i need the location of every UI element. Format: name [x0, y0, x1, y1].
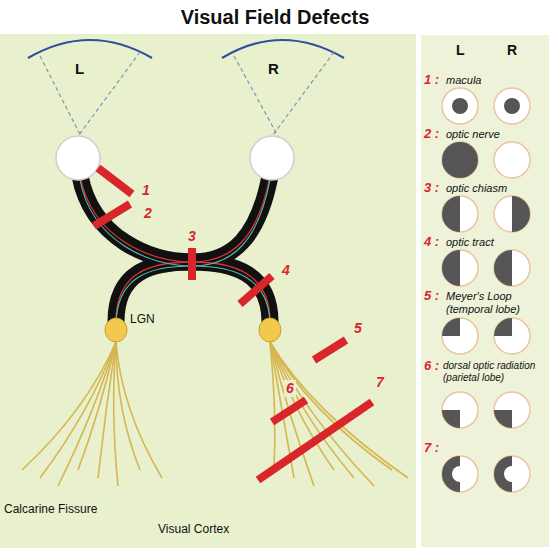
- lesion-bar: [314, 340, 346, 360]
- macular-sparing: [504, 466, 520, 482]
- field-circle: [442, 196, 478, 232]
- field-circle: [494, 88, 530, 124]
- lgn-label: LGN: [130, 312, 155, 326]
- column-header: R: [507, 42, 517, 59]
- fiber-line: [116, 180, 270, 326]
- defect-left-half: [442, 250, 460, 286]
- eye-label: L: [75, 60, 84, 78]
- right-panel: [420, 34, 550, 548]
- lesion-bar: [94, 204, 130, 226]
- callout-number: 6: [284, 380, 296, 397]
- callout-number: 2 :: [424, 126, 439, 142]
- eye: [56, 136, 100, 180]
- callout-number: 7: [374, 374, 386, 391]
- lesion-bars: [94, 168, 372, 480]
- field-arc: [222, 40, 344, 58]
- defect-lower-left: [494, 410, 512, 428]
- callout-number: 6 :: [424, 358, 439, 374]
- defect-upper-left: [442, 318, 460, 336]
- region-label: Visual Cortex: [158, 522, 229, 536]
- field-circle: [442, 250, 478, 286]
- defect-label: macula: [446, 74, 546, 87]
- lgn: [259, 318, 281, 342]
- field-circle: [494, 318, 530, 354]
- title: Visual Field Defects: [0, 5, 550, 29]
- field-circle: [442, 456, 478, 492]
- field-circle: [494, 250, 530, 286]
- defect-left-half: [494, 250, 512, 286]
- defect-label: dorsal optic radiation (parietal lobe): [443, 360, 547, 384]
- field-circle: [494, 392, 530, 428]
- column-header: L: [456, 42, 465, 59]
- callout-number: 7 :: [424, 440, 439, 456]
- lesion-bar: [188, 248, 196, 280]
- callout-number: 1: [142, 182, 150, 199]
- field-circle: [494, 456, 530, 492]
- radiation-fiber: [78, 342, 116, 470]
- field-circle: [442, 392, 478, 428]
- radiation-fiber: [270, 342, 392, 470]
- defect-upper-left: [494, 318, 512, 336]
- callout-number: 5 :: [424, 288, 439, 304]
- field-circle: [494, 142, 530, 178]
- eye: [250, 136, 294, 180]
- defect-label: Meyer's Loop (temporal lobe): [446, 290, 546, 316]
- region-label: Calcarine Fissure: [4, 502, 97, 516]
- field-circle: [494, 196, 530, 232]
- defect-central: [452, 98, 468, 114]
- defect-label: optic chiasm: [446, 182, 546, 195]
- defect-label: optic nerve: [446, 128, 546, 141]
- defect-label: optic tract: [446, 236, 546, 249]
- radiation-fiber: [40, 342, 116, 478]
- radiation-fiber: [116, 342, 140, 470]
- field-circle: [442, 318, 478, 354]
- field-circle: [442, 142, 478, 178]
- lesion-bar: [272, 400, 306, 422]
- lgn: [105, 318, 127, 342]
- callout-number: 3 :: [424, 180, 439, 196]
- defect-right-half: [512, 196, 530, 232]
- callout-number: 3: [188, 228, 196, 245]
- callout-number: 5: [352, 320, 364, 337]
- lesion-bar: [98, 168, 132, 194]
- callout-number: 1 :: [424, 72, 439, 88]
- eye-label: R: [268, 60, 279, 78]
- defect-left-half: [442, 196, 460, 232]
- macular-sparing: [452, 466, 468, 482]
- radiation-fiber: [58, 342, 116, 486]
- optic-radiations: [22, 342, 408, 486]
- defect-full: [442, 142, 478, 178]
- radiation-fiber: [116, 342, 162, 478]
- callout-number: 2: [144, 205, 152, 222]
- left-panel: [0, 34, 416, 548]
- defect-lower-left: [442, 410, 460, 428]
- lesion-bar: [240, 276, 272, 304]
- defect-central: [504, 98, 520, 114]
- field-arc: [28, 40, 152, 58]
- field-circle: [442, 88, 478, 124]
- callout-number: 4 :: [424, 234, 439, 250]
- callout-number: 4: [282, 262, 290, 279]
- lesion-bar: [258, 402, 372, 480]
